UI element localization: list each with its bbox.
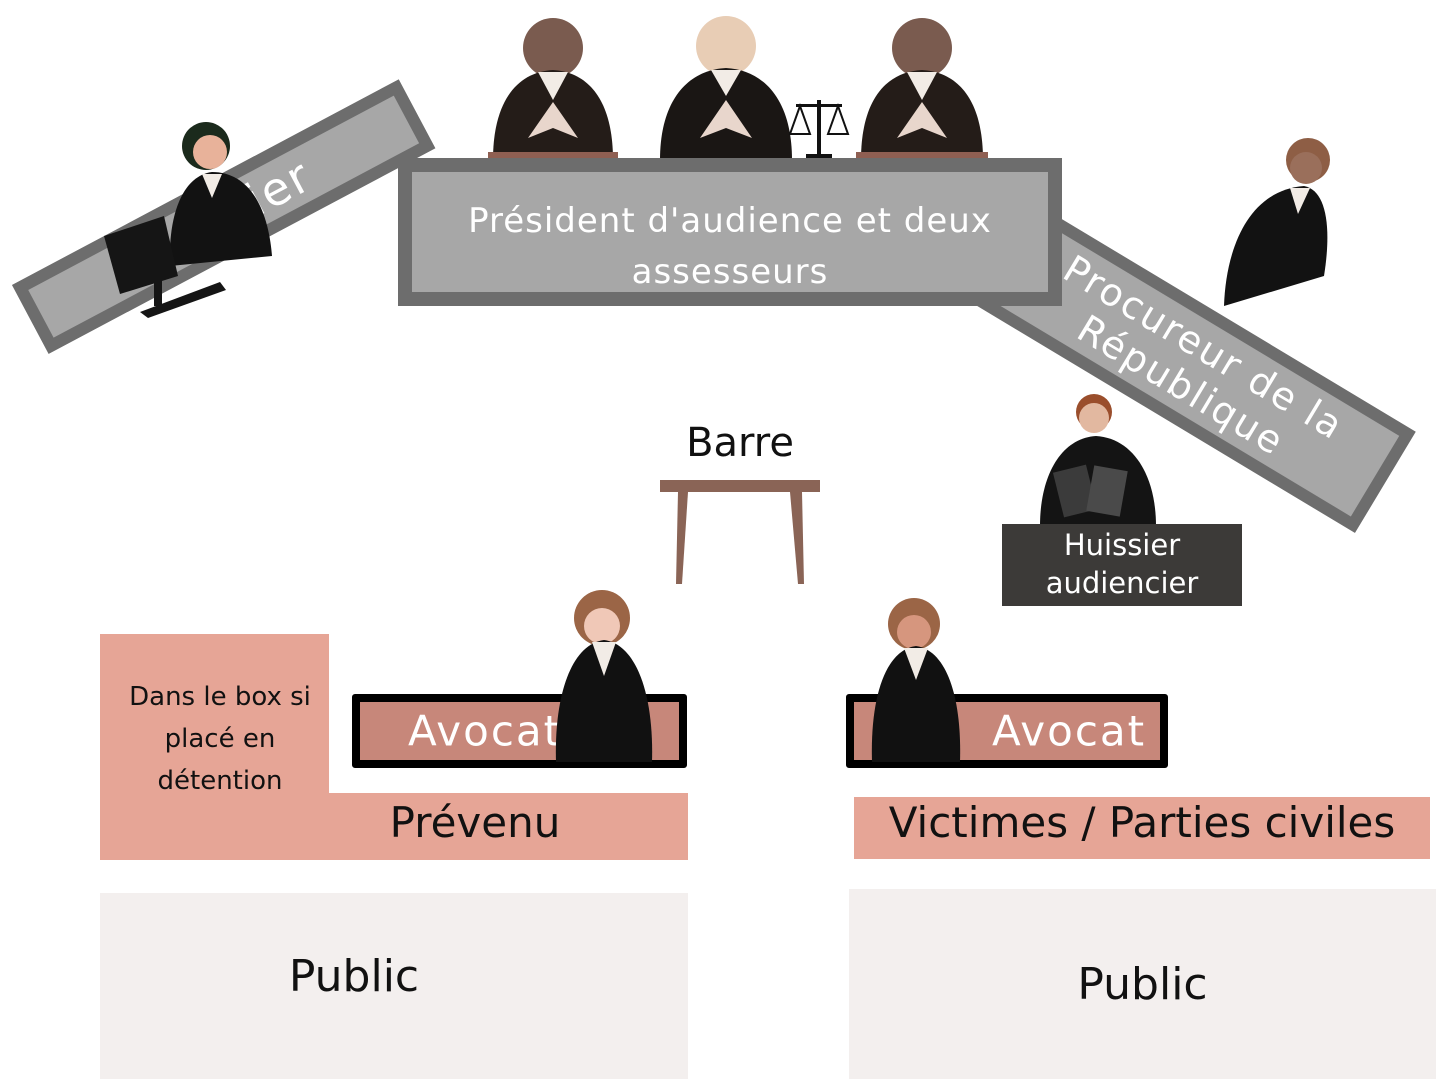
prevenu-label: Prévenu bbox=[389, 798, 561, 847]
public-left-zone: Public bbox=[100, 893, 688, 1079]
barre-label: Barre bbox=[686, 420, 794, 466]
avocat-left-label: Avocat bbox=[408, 706, 563, 756]
judges-bench: Président d'audience et deux assesseurs bbox=[398, 158, 1062, 306]
president-figure-icon bbox=[660, 16, 792, 160]
public-right-label: Public bbox=[1077, 959, 1208, 1010]
public-right-zone: Public bbox=[849, 889, 1436, 1079]
computer-monitor-icon bbox=[104, 216, 226, 318]
victimes-zone bbox=[854, 797, 1430, 859]
lawyer-figure-icon bbox=[555, 590, 653, 762]
huissier-box: Huissier audiencier bbox=[1002, 524, 1242, 606]
prevenu-zone bbox=[100, 793, 688, 860]
judge-figure-icon bbox=[856, 18, 988, 162]
huissier-figure-icon bbox=[1040, 394, 1156, 526]
barre-table-icon bbox=[660, 480, 820, 584]
victimes-label: Victimes / Parties civiles bbox=[888, 798, 1396, 847]
avocat-right-label: Avocat bbox=[992, 706, 1147, 756]
judges-label: Président d'audience et deux assesseurs bbox=[468, 201, 992, 292]
scales-of-justice-icon bbox=[788, 100, 850, 158]
box-note-label: Dans le box si placé en détention bbox=[129, 682, 311, 796]
greffier-figure-icon bbox=[169, 122, 272, 266]
lawyer-figure-icon bbox=[871, 598, 961, 762]
procureur-figure-icon bbox=[1224, 138, 1330, 306]
public-left-label: Public bbox=[288, 951, 420, 1002]
judge-figure-icon bbox=[488, 18, 618, 162]
huissier-label: Huissier audiencier bbox=[1045, 528, 1199, 600]
